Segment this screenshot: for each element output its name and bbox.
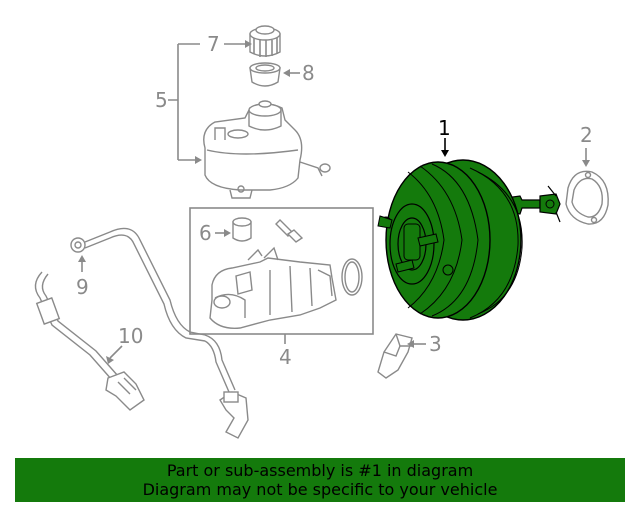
arrowhead-7	[245, 40, 252, 48]
banner-line-1: Part or sub-assembly is #1 in diagram	[166, 461, 474, 480]
parts-diagram: 7 8 5 6	[34, 25, 609, 439]
arrowhead-6	[224, 229, 231, 237]
callout-9[interactable]: 9	[76, 275, 89, 299]
master-cylinder-oring[interactable]	[341, 258, 363, 296]
arrowhead-10	[106, 356, 114, 364]
callout-1[interactable]: 1	[438, 116, 451, 140]
part-4-master-cylinder[interactable]	[209, 246, 337, 329]
part-9-vacuum-hose[interactable]	[70, 227, 249, 439]
part-1-brake-booster[interactable]	[377, 159, 561, 321]
part-5-fluid-reservoir[interactable]	[203, 100, 331, 199]
arrowhead-2	[582, 160, 590, 167]
leader-10	[109, 345, 123, 359]
callout-4[interactable]: 4	[279, 345, 292, 369]
arrowhead-8	[283, 69, 290, 77]
part-10-hose[interactable]	[34, 271, 145, 411]
callout-2[interactable]: 2	[580, 123, 593, 147]
bracket-5	[168, 43, 200, 161]
master-cylinder-pin[interactable]	[275, 219, 304, 243]
callout-5[interactable]: 5	[155, 88, 168, 112]
banner-line-2: Diagram may not be specific to your vehi…	[142, 480, 498, 499]
callout-8[interactable]: 8	[302, 61, 315, 85]
callout-3[interactable]: 3	[429, 332, 442, 356]
callout-6[interactable]: 6	[199, 221, 212, 245]
part-8-seal[interactable]	[249, 62, 281, 87]
part-6-grommet[interactable]	[232, 217, 252, 242]
arrowhead-1	[441, 150, 449, 157]
arrowhead-9	[78, 255, 86, 262]
master-cylinder-box	[189, 207, 374, 335]
part-3-sensor[interactable]	[377, 333, 413, 379]
info-banner: Part or sub-assembly is #1 in diagram Di…	[15, 458, 625, 502]
arrowhead-3	[407, 340, 414, 348]
part-7-reservoir-cap[interactable]	[249, 25, 281, 57]
callout-7[interactable]: 7	[207, 32, 220, 56]
callout-10[interactable]: 10	[118, 324, 143, 348]
arrowhead-5	[195, 156, 202, 164]
part-2-gasket[interactable]	[565, 170, 609, 225]
